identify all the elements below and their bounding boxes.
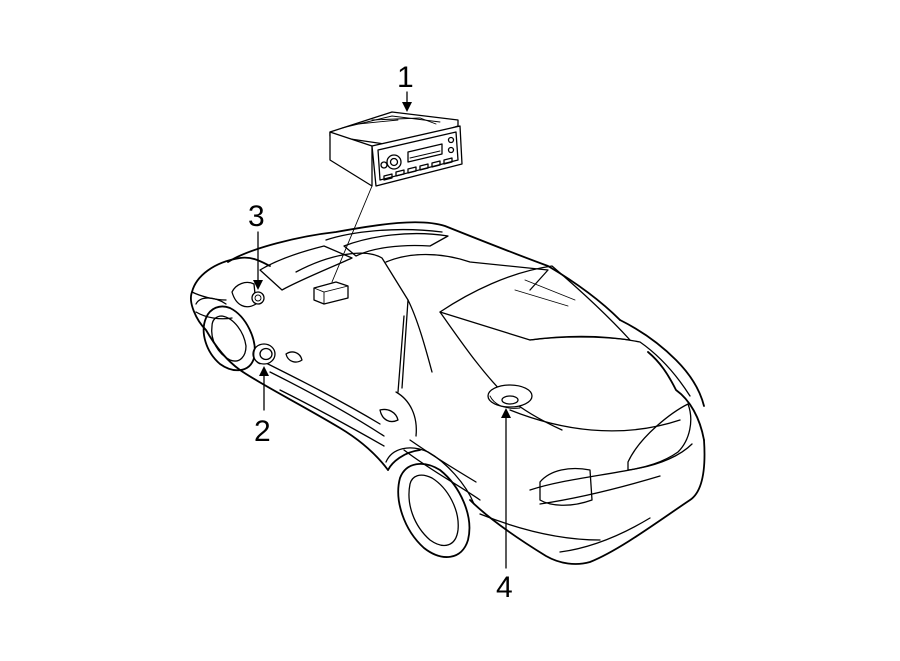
callout-arrow-1 [402, 91, 412, 112]
callout-number-1: 1 [397, 61, 414, 94]
callout-number-3: 3 [248, 200, 265, 233]
radio-leader-line [331, 185, 373, 283]
sedan-illustration [190, 221, 706, 565]
callout-number-2: 2 [254, 415, 271, 448]
callout-arrow-3 [253, 231, 263, 290]
callout-number-4: 4 [496, 571, 513, 604]
radio-location-box [313, 281, 349, 305]
rear-shelf-speaker [487, 384, 533, 409]
door-speaker [252, 343, 276, 365]
callout-arrow-4 [501, 408, 511, 569]
tweeter-speaker [251, 291, 265, 305]
callout-arrow-2 [259, 366, 269, 411]
radio-head-unit [329, 111, 463, 187]
